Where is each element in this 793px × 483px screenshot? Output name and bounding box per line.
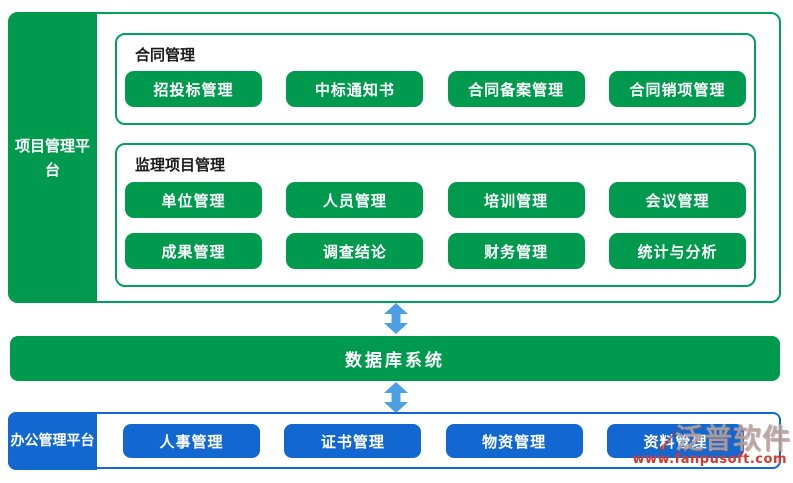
award-notice-button[interactable]: 中标通知书: [286, 71, 424, 107]
results-management-button[interactable]: 成果管理: [125, 233, 262, 269]
contract-cancellation-button[interactable]: 合同销项管理: [608, 71, 746, 107]
personnel-management-button[interactable]: 人员管理: [286, 182, 424, 218]
office-platform-label: 办公管理平台: [8, 412, 97, 470]
finance-management-button[interactable]: 财务管理: [447, 233, 585, 269]
supervision-button-row-2: 成果管理 调查结论 财务管理 统计与分析: [125, 233, 746, 269]
supervision-management-box: 监理项目管理 单位管理 人员管理 培训管理 会议管理 成果管理 调查结论 财务管…: [115, 143, 756, 287]
supervision-box-title: 监理项目管理: [135, 156, 226, 174]
contract-button-row: 招投标管理 中标通知书 合同备案管理 合同销项管理: [125, 71, 746, 107]
certificate-management-button[interactable]: 证书管理: [284, 424, 422, 458]
training-management-button[interactable]: 培训管理: [447, 182, 585, 218]
contract-management-box: 合同管理 招投标管理 中标通知书 合同备案管理 合同销项管理: [115, 33, 756, 125]
double-arrow-icon: [384, 382, 408, 413]
document-management-button[interactable]: 资料管理: [606, 424, 744, 458]
survey-conclusion-button[interactable]: 调查结论: [286, 233, 424, 269]
hr-management-button[interactable]: 人事管理: [123, 424, 260, 458]
contract-box-title: 合同管理: [135, 46, 196, 64]
office-button-row: 人事管理 证书管理 物资管理 资料管理: [123, 424, 744, 458]
project-platform-label: 项目管理平台: [8, 12, 97, 303]
bidding-management-button[interactable]: 招投标管理: [125, 71, 262, 107]
database-system-bar: 数据库系统: [10, 336, 780, 381]
double-arrow-icon: [384, 303, 408, 334]
statistics-analysis-button[interactable]: 统计与分析: [608, 233, 746, 269]
meeting-management-button[interactable]: 会议管理: [608, 182, 746, 218]
unit-management-button[interactable]: 单位管理: [125, 182, 262, 218]
supervision-button-row-1: 单位管理 人员管理 培训管理 会议管理: [125, 182, 746, 218]
material-management-button[interactable]: 物资管理: [445, 424, 583, 458]
contract-filing-button[interactable]: 合同备案管理: [447, 71, 585, 107]
